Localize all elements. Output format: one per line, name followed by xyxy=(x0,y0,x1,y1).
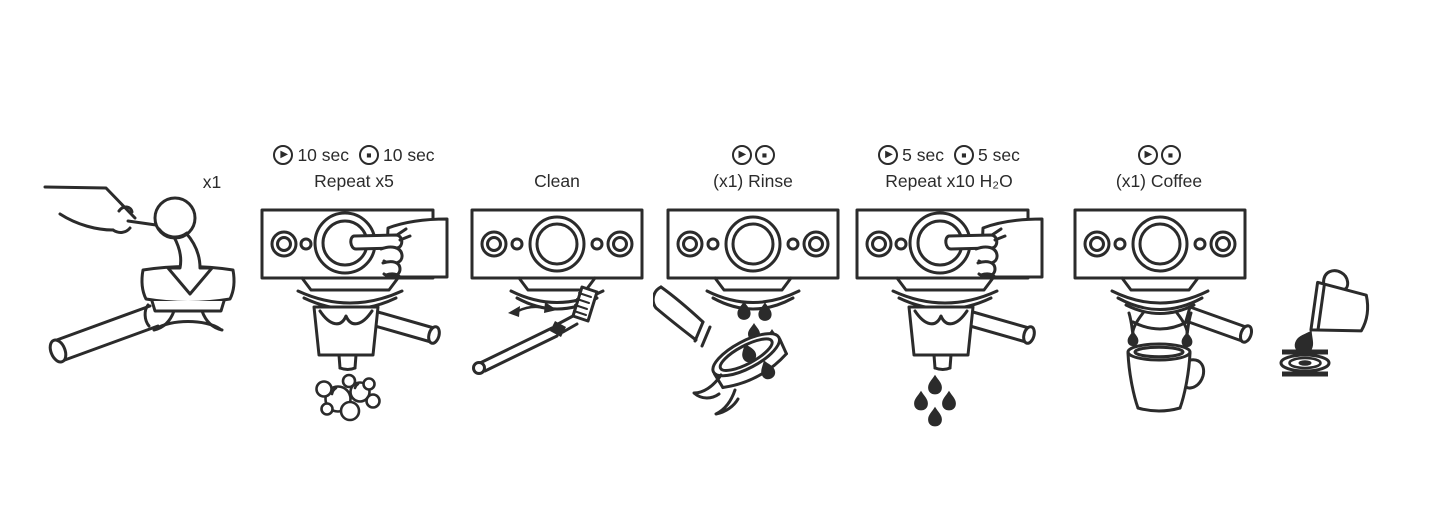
step-brew-coffee: ▶ ■ (x1) Coffee xyxy=(1059,142,1259,433)
water-drops xyxy=(914,374,956,427)
machine-panel xyxy=(1073,208,1247,280)
cleaning-brush xyxy=(472,285,599,375)
step-meta: ▶ 10 sec ■ 10 sec Repeat x5 xyxy=(273,142,435,194)
machine-foam-illustration xyxy=(260,208,449,422)
machine-brush-illustration xyxy=(470,208,644,375)
play-icon: ▶ xyxy=(1137,145,1158,165)
portafilter-handle xyxy=(48,303,160,364)
machine-panel xyxy=(666,208,840,280)
portafilter-spouts xyxy=(1110,276,1254,348)
machine-brew-cup-illustration xyxy=(1073,208,1254,413)
step-insert-tablet: x1 xyxy=(22,170,246,415)
scrub-arrow-icon xyxy=(508,302,557,317)
step-meta: ▶ ■ (x1) Rinse xyxy=(713,142,793,194)
step-meta: Clean xyxy=(534,142,580,194)
tilted-portafilter xyxy=(653,285,788,416)
play-duration: 5 sec xyxy=(902,144,944,165)
step-rinse-portafilter: ▶ ■ (x1) Rinse xyxy=(653,142,853,433)
step-label: Repeat x5 xyxy=(314,170,394,191)
play-duration: 10 sec xyxy=(297,144,349,165)
poured-drop xyxy=(1294,330,1314,355)
timer-row: ▶ 5 sec ■ 5 sec xyxy=(878,142,1020,168)
drain xyxy=(1279,349,1331,377)
stop-icon: ■ xyxy=(1160,145,1181,165)
coffee-cup xyxy=(1126,342,1206,413)
portafilter-tablet-illustration xyxy=(43,185,236,364)
group-head xyxy=(891,276,1036,371)
step-meta: ▶ ■ (x1) Coffee xyxy=(1116,142,1202,194)
pour-out-drain-illustration xyxy=(1279,269,1370,377)
step-label: Repeat x10 H₂O xyxy=(885,170,1013,191)
pouring-cup xyxy=(1309,269,1370,333)
stop-icon: ■ xyxy=(359,145,379,165)
timer-row: ▶ ■ xyxy=(1137,142,1181,168)
step-flush-water: ▶ 5 sec ■ 5 sec Repeat x10 H₂O xyxy=(849,142,1049,433)
machine-water-flush-illustration xyxy=(855,208,1044,427)
cleaning-tablet xyxy=(153,196,197,240)
stop-duration: 5 sec xyxy=(978,144,1020,165)
step-meta: ▶ 5 sec ■ 5 sec Repeat x10 H₂O xyxy=(878,142,1020,194)
play-icon: ▶ xyxy=(731,145,752,165)
step-label: (x1) Coffee xyxy=(1115,170,1203,191)
step-discard-water xyxy=(1270,268,1422,383)
down-arrow-icon xyxy=(166,231,214,296)
step-label: Clean xyxy=(534,170,580,191)
stop-icon: ■ xyxy=(954,145,974,165)
play-icon: ▶ xyxy=(878,145,899,165)
play-icon: ▶ xyxy=(273,145,294,165)
stop-icon: ■ xyxy=(754,145,775,165)
portafilter-rinse-illustration xyxy=(653,208,840,416)
foam-bubbles xyxy=(315,373,381,422)
step-run-cleaning-cycle: ▶ 10 sec ■ 10 sec Repeat x5 xyxy=(254,142,454,433)
machine-panel xyxy=(470,208,644,280)
hand-pressing-button xyxy=(349,217,449,279)
step-clean-group-head: Clean xyxy=(457,142,657,433)
group-head xyxy=(296,276,441,371)
timer-row: ▶ ■ xyxy=(731,142,775,168)
step-label: (x1) Rinse xyxy=(713,170,793,191)
step-count-label: x1 xyxy=(202,172,222,192)
stop-duration: 10 sec xyxy=(383,144,435,165)
timer-row: ▶ 10 sec ■ 10 sec xyxy=(273,142,435,168)
group-head xyxy=(705,276,801,311)
hand xyxy=(43,185,158,234)
hand-pressing-button xyxy=(944,217,1044,279)
